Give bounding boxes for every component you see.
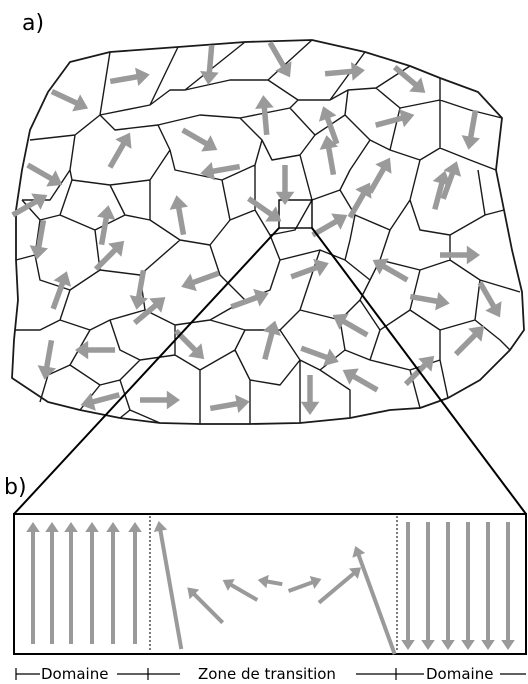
grain-arrow	[109, 65, 152, 90]
grain-arrow	[102, 128, 138, 172]
grain-arrow	[328, 307, 372, 343]
grain-arrow	[178, 264, 222, 295]
grain-arrow	[48, 83, 92, 117]
grain-arrow	[127, 269, 152, 312]
label-domain-right: Domaine	[426, 665, 493, 683]
grain-arrows	[8, 38, 508, 418]
panel-b-label: b)	[4, 475, 27, 500]
grain-arrow	[399, 349, 441, 391]
grain-arrow	[338, 362, 382, 398]
grain-arrow	[167, 194, 192, 237]
panel-a-label: a)	[22, 11, 44, 36]
grain-arrow	[308, 207, 352, 243]
domain-caption: Domaine Zone de transition Domaine	[16, 665, 526, 683]
grain-arrow	[35, 339, 60, 382]
grain-arrow	[8, 187, 52, 223]
grain-arrow	[199, 44, 221, 85]
grain-arrow	[78, 386, 121, 414]
grain-arrow	[129, 290, 172, 330]
label-transition-zone: Zone de transition	[198, 665, 336, 683]
zoom-line-left	[14, 228, 279, 514]
grain-map	[8, 38, 524, 424]
grain-arrow	[301, 375, 320, 415]
grain-arrow	[209, 392, 252, 417]
label-domain-left: Domaine	[41, 665, 108, 683]
grain-arrow	[178, 122, 222, 158]
grain-arrow	[140, 391, 180, 410]
grain-arrow	[75, 341, 115, 360]
grain-arrow	[298, 339, 342, 370]
domain-wall-panel	[14, 514, 526, 656]
grain-arrow	[262, 38, 298, 82]
grain-boundaries	[15, 40, 520, 424]
grain-arrow	[89, 234, 131, 276]
grain-arrow	[23, 157, 67, 193]
zoom-window	[279, 200, 312, 228]
grain-arrow	[459, 109, 484, 152]
grain-arrow	[276, 165, 295, 205]
grain-arrow	[256, 318, 284, 361]
grain-arrow	[27, 219, 52, 262]
grain-arrow	[317, 134, 342, 177]
